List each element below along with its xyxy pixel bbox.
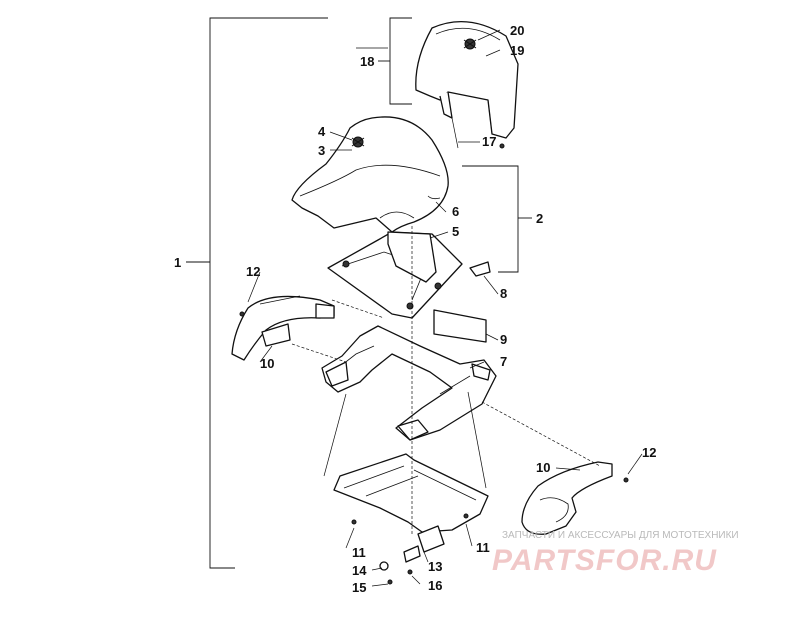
- callout-19: 19: [510, 43, 524, 58]
- handle-right: [521, 461, 629, 535]
- watermark-brand: PARTSFOR.RU: [492, 544, 717, 577]
- latch-part-13: [403, 525, 445, 563]
- bracket-assembly-2: [462, 165, 532, 273]
- bracket-assembly-18: [378, 17, 412, 105]
- clip-part-6: [427, 195, 441, 200]
- callout-6: 6: [452, 204, 459, 219]
- seat-base: [327, 231, 463, 319]
- assembly-leaders: [291, 117, 601, 534]
- backrest-screw-icon: [499, 143, 505, 149]
- watermark-tagline: ЗАПЧАСТИ И АКСЕССУАРЫ ДЛЯ МОТОТЕХНИКИ: [502, 530, 739, 541]
- label-part-8: [469, 261, 491, 277]
- callout-17: 17: [482, 134, 496, 149]
- callout-4: 4: [318, 124, 326, 139]
- callout-12-right: 12: [642, 445, 656, 460]
- decal-part-9: [433, 309, 487, 343]
- callout-20: 20: [510, 23, 524, 38]
- bolt-part-14-icon: [379, 561, 389, 571]
- callout-1: 1: [174, 255, 181, 270]
- mounting-plate: [333, 453, 489, 533]
- callout-12-left: 12: [246, 264, 260, 279]
- backrest: [415, 20, 519, 149]
- nut-part-15-icon: [387, 579, 393, 585]
- callout-11-left: 11: [352, 545, 366, 560]
- callout-5: 5: [452, 224, 459, 239]
- callout-7: 7: [500, 354, 507, 369]
- seat-cushion: [291, 116, 449, 233]
- bracket-assembly-1: [186, 17, 328, 569]
- callout-15: 15: [352, 580, 366, 595]
- callout-11-right: 11: [476, 540, 490, 555]
- callout-14: 14: [352, 563, 367, 578]
- callout-16: 16: [428, 578, 442, 593]
- callout-2: 2: [536, 211, 543, 226]
- callout-18: 18: [360, 54, 374, 69]
- callout-10-left: 10: [260, 356, 274, 371]
- handle-left: [231, 295, 335, 361]
- callout-leaders: [247, 29, 643, 587]
- seat-frame: [321, 325, 497, 441]
- callout-3: 3: [318, 143, 325, 158]
- callout-13: 13: [428, 559, 442, 574]
- screw-part-16-icon: [407, 569, 413, 575]
- callout-8: 8: [500, 286, 507, 301]
- callout-9: 9: [500, 332, 507, 347]
- callout-10-right: 10: [536, 460, 550, 475]
